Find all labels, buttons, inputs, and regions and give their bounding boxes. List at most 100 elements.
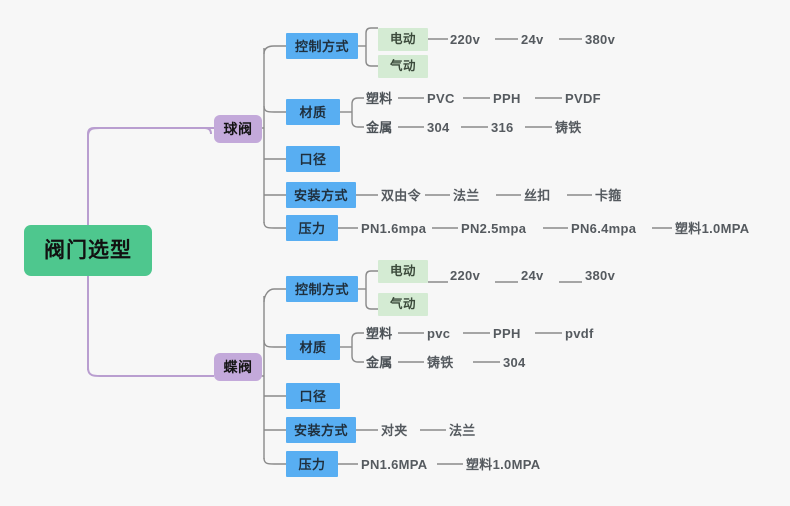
leaf-label: 丝扣: [524, 187, 551, 203]
chip-label: 气动: [389, 59, 416, 74]
category-node-anzhuangfangshi-1[interactable]: 安装方式: [286, 182, 356, 208]
leaf-24v-1[interactable]: 24v: [521, 31, 544, 47]
category-node-anzhuangfangshi-2[interactable]: 安装方式: [286, 417, 356, 443]
root-node[interactable]: 阀门选型: [24, 225, 152, 276]
category-label: 口径: [299, 151, 327, 167]
leaf-304-1[interactable]: 304: [427, 119, 450, 135]
leaf-label: 24v: [521, 31, 544, 47]
subgroup-label: 塑料: [366, 90, 393, 106]
leaf-label: 316: [491, 119, 514, 135]
leaf-label: pvdf: [565, 325, 594, 341]
leaf-zhutie-2[interactable]: 铸铁: [427, 354, 454, 370]
leaf-pn16mpa-2[interactable]: PN1.6MPA: [361, 456, 427, 472]
leaf-label: 220v: [450, 31, 481, 47]
category-node-caizhi-1[interactable]: 材质: [286, 99, 340, 125]
leaf-220v-1[interactable]: 220v: [450, 31, 480, 47]
leaf-falan-2[interactable]: 法兰: [449, 422, 476, 438]
category-node-koujing-1[interactable]: 口径: [286, 146, 340, 172]
leaf-sikou[interactable]: 丝扣: [524, 187, 551, 203]
leaf-label: 304: [503, 354, 526, 370]
leaf-pvc-1[interactable]: PVC: [427, 90, 455, 106]
subgroup-label: 金属: [366, 119, 393, 135]
category-label: 安装方式: [293, 422, 348, 438]
category-label: 材质: [299, 104, 327, 120]
subgroup-suliao-1[interactable]: 塑料: [366, 90, 393, 106]
leaf-label: 法兰: [449, 422, 476, 438]
leaf-suliao10mpa-1[interactable]: 塑料1.0MPA: [675, 220, 749, 236]
leaf-pvdf-2[interactable]: pvdf: [565, 325, 594, 341]
chip-node-qidong-1[interactable]: 气动: [378, 55, 428, 78]
category-label: 安装方式: [293, 187, 348, 203]
leaf-pph-2[interactable]: PPH: [493, 325, 521, 341]
category-node-kongzhifangshi-1[interactable]: 控制方式: [286, 33, 358, 59]
leaf-label: PVC: [427, 90, 455, 106]
chip-node-diandong-1[interactable]: 电动: [378, 28, 428, 51]
leaf-label: 卡箍: [595, 187, 622, 203]
leaf-label: PN1.6mpa: [361, 220, 427, 236]
leaf-pph-1[interactable]: PPH: [493, 90, 521, 106]
leaf-24v-2[interactable]: 24v: [521, 267, 544, 283]
category-label: 压力: [298, 220, 326, 236]
leaf-label: 380v: [585, 267, 616, 283]
leaf-label: 铸铁: [555, 119, 582, 135]
branch-node-diefa[interactable]: 蝶阀: [214, 353, 262, 381]
category-node-yali-2[interactable]: 压力: [286, 451, 338, 477]
leaf-304-2[interactable]: 304: [503, 354, 526, 370]
leaf-duijia[interactable]: 对夹: [381, 422, 408, 438]
leaf-380v-1[interactable]: 380v: [585, 31, 615, 47]
leaf-kagu[interactable]: 卡箍: [595, 187, 622, 203]
leaf-label: 380v: [585, 31, 616, 47]
chip-node-diandong-2[interactable]: 电动: [378, 260, 428, 283]
leaf-label: PN6.4mpa: [571, 220, 637, 236]
chip-node-qidong-2[interactable]: 气动: [378, 293, 428, 316]
branch-node-label: 球阀: [223, 121, 253, 137]
leaf-label: 铸铁: [427, 354, 454, 370]
leaf-220v-2[interactable]: 220v: [450, 267, 480, 283]
category-node-caizhi-2[interactable]: 材质: [286, 334, 340, 360]
category-node-kongzhifangshi-2[interactable]: 控制方式: [286, 276, 358, 302]
category-label: 口径: [299, 388, 327, 404]
leaf-label: PVDF: [565, 90, 601, 106]
leaf-label: PPH: [493, 90, 521, 106]
subgroup-label: 金属: [366, 354, 393, 370]
leaf-label: 220v: [450, 267, 481, 283]
leaf-label: PN1.6MPA: [361, 456, 428, 472]
leaf-pn64mpa[interactable]: PN6.4mpa: [571, 220, 636, 236]
chip-label: 气动: [389, 297, 416, 312]
leaf-label: 法兰: [453, 187, 480, 203]
leaf-label: PPH: [493, 325, 521, 341]
leaf-pn16mpa-1[interactable]: PN1.6mpa: [361, 220, 426, 236]
category-label: 控制方式: [294, 281, 349, 297]
leaf-label: 塑料1.0MPA: [466, 456, 541, 472]
chip-label: 电动: [389, 32, 416, 47]
leaf-316-1[interactable]: 316: [491, 119, 514, 135]
leaf-pvdf-1[interactable]: PVDF: [565, 90, 601, 106]
leaf-label: 双由令: [381, 187, 421, 203]
category-label: 材质: [299, 339, 327, 355]
subgroup-jinshu-1[interactable]: 金属: [366, 119, 393, 135]
leaf-falan-1[interactable]: 法兰: [453, 187, 480, 203]
leaf-shuangyouling[interactable]: 双由令: [381, 187, 421, 203]
chip-label: 电动: [389, 264, 416, 279]
category-node-koujing-2[interactable]: 口径: [286, 383, 340, 409]
subgroup-label: 塑料: [366, 325, 393, 341]
subgroup-suliao-2[interactable]: 塑料: [366, 325, 393, 341]
leaf-pn25mpa[interactable]: PN2.5mpa: [461, 220, 526, 236]
leaf-label: 对夹: [381, 422, 408, 438]
branch-node-qiufa[interactable]: 球阀: [214, 115, 262, 143]
leaf-label: 24v: [521, 267, 544, 283]
category-label: 压力: [298, 456, 326, 472]
leaf-label: pvc: [427, 325, 451, 341]
leaf-zhutie-1[interactable]: 铸铁: [555, 119, 582, 135]
subgroup-jinshu-2[interactable]: 金属: [366, 354, 393, 370]
leaf-label: PN2.5mpa: [461, 220, 527, 236]
category-node-yali-1[interactable]: 压力: [286, 215, 338, 241]
leaf-label: 塑料1.0MPA: [675, 220, 750, 236]
leaf-suliao10mpa-2[interactable]: 塑料1.0MPA: [466, 456, 540, 472]
leaf-label: 304: [427, 119, 450, 135]
branch-node-label: 蝶阀: [223, 359, 253, 375]
root-node-label: 阀门选型: [44, 239, 132, 262]
leaf-380v-2[interactable]: 380v: [585, 267, 615, 283]
leaf-pvc-2[interactable]: pvc: [427, 325, 450, 341]
